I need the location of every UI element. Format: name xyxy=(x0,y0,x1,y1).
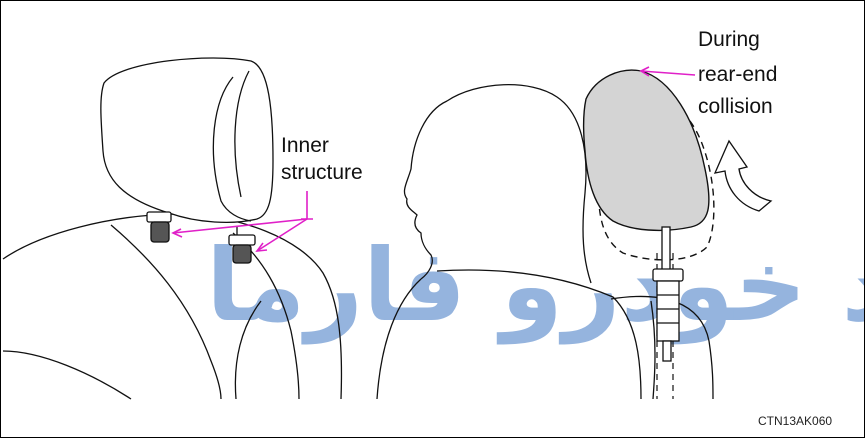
collision-label-line2: rear-end xyxy=(698,61,777,88)
left-collar-2 xyxy=(229,235,255,245)
headrest-collision-position xyxy=(584,70,709,230)
left-collar-1 xyxy=(147,212,171,222)
stay-rod xyxy=(662,227,670,271)
left-headrest-cushion xyxy=(101,58,273,222)
image-code: CTN13AK060 xyxy=(758,414,832,428)
headrest-stay xyxy=(653,227,683,361)
collision-label-line1: During xyxy=(698,26,760,53)
inner-structure-label-line2: structure xyxy=(281,159,363,186)
left-seatback-seam-4 xyxy=(235,301,261,399)
inner-structure-label-line1: Inner xyxy=(281,132,329,159)
right-seatback-inner-line xyxy=(651,301,655,399)
stay-lock-collar xyxy=(653,269,683,281)
stay-lower-rod xyxy=(663,341,671,361)
left-seatback-seam-1 xyxy=(111,225,221,399)
callout-line-bracket xyxy=(301,191,313,219)
stay-sleeve xyxy=(657,281,679,341)
shoulder-line xyxy=(437,270,641,399)
curved-up-arrow-icon xyxy=(715,141,771,211)
left-seatback-outline xyxy=(3,214,341,399)
torso-outline xyxy=(377,279,421,399)
left-collar-1-base xyxy=(151,222,169,242)
collision-label-line3: collision xyxy=(698,93,773,120)
left-collar-2-base xyxy=(233,245,251,263)
head-profile xyxy=(404,85,591,283)
left-seatback-seam-3 xyxy=(3,351,131,399)
